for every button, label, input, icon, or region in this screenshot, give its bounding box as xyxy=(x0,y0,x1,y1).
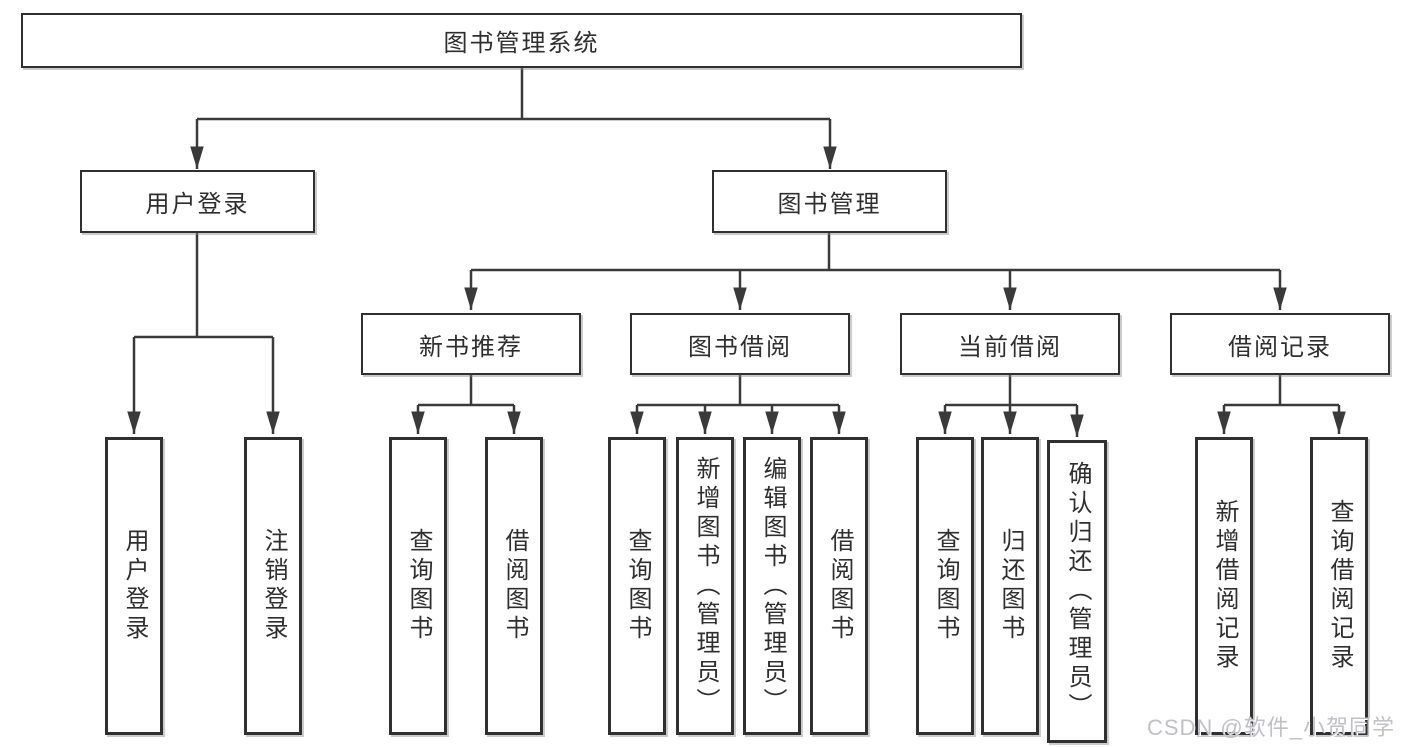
node-current-borrowing: 当前借阅 xyxy=(900,313,1120,375)
node-confirm-return-admin: 确认归还（管理员） xyxy=(1047,440,1107,743)
node-user-login-leaf: 用户登录 xyxy=(105,437,163,735)
node-query-books-borrowing: 查询图书 xyxy=(608,437,666,735)
node-edit-book-admin: 编辑图书（管理员） xyxy=(743,437,801,735)
node-borrowing-records: 借阅记录 xyxy=(1170,313,1390,375)
node-return-book: 归还图书 xyxy=(981,437,1039,735)
node-add-book-admin: 新增图书（管理员） xyxy=(676,437,734,735)
node-query-borrow-record: 查询借阅记录 xyxy=(1310,437,1368,735)
node-add-borrow-record: 新增借阅记录 xyxy=(1195,437,1253,735)
node-user-login: 用户登录 xyxy=(80,170,315,233)
node-query-books-recommend: 查询图书 xyxy=(389,437,447,735)
node-book-borrowing: 图书借阅 xyxy=(630,313,850,375)
node-library-system: 图书管理系统 xyxy=(21,13,1022,68)
node-logout-leaf: 注销登录 xyxy=(244,437,302,735)
node-book-management: 图书管理 xyxy=(712,170,947,233)
node-borrow-books-recommend: 借阅图书 xyxy=(485,437,543,735)
csdn-watermark: CSDN @软件_小贺同学 xyxy=(1146,715,1395,740)
connector-lines xyxy=(127,68,1346,437)
node-query-books-current: 查询图书 xyxy=(916,437,974,735)
node-new-book-recommendation: 新书推荐 xyxy=(361,313,581,375)
node-borrow-books-borrowing: 借阅图书 xyxy=(810,437,868,735)
